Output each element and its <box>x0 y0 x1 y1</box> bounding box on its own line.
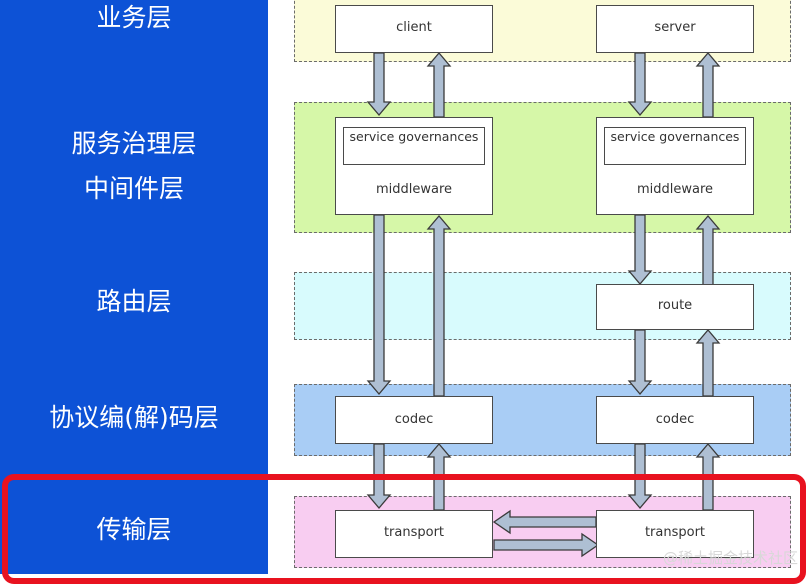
arrow-down-middleware-to-route <box>627 214 653 286</box>
transport-label-right: transport <box>644 525 706 540</box>
layer-label-codec: 协议编(解)码层 <box>49 403 219 432</box>
transport-box-left: transport <box>335 510 493 558</box>
layer-label-middleware: 中间件层 <box>83 174 184 203</box>
layer-label-transport: 传输层 <box>96 515 172 544</box>
transport-box-right: transport <box>596 510 754 558</box>
watermark: @稀土掘金技术社区 <box>662 549 798 567</box>
middleware-box-right: service governances middleware <box>596 117 754 215</box>
codec-label-left: codec <box>394 412 434 427</box>
route-label: route <box>657 298 693 313</box>
service-governances-box-right: service governances <box>604 127 746 165</box>
middleware-box-left: service governances middleware <box>335 117 493 215</box>
server-label: server <box>654 20 696 35</box>
arrow-up-route-to-middleware <box>695 214 721 287</box>
server-box: server <box>596 5 754 53</box>
middleware-label-left: middleware <box>375 182 453 197</box>
arrow-left-transport <box>492 509 597 535</box>
arrow-down-client-to-middleware <box>366 52 392 117</box>
layer-label-route: 路由层 <box>96 287 172 316</box>
middleware-label-right: middleware <box>636 182 714 197</box>
arrow-up-middleware-to-client <box>426 51 452 118</box>
arrow-down-server-to-middleware <box>627 52 653 117</box>
codec-label-right: codec <box>655 412 695 427</box>
layer-label-business: 业务层 <box>96 3 172 32</box>
codec-box-right: codec <box>596 396 754 444</box>
arrow-up-middleware-to-server <box>695 51 721 118</box>
client-box: client <box>335 5 493 53</box>
arrow-right-transport <box>493 532 600 558</box>
client-label: client <box>396 20 432 35</box>
transport-label-left: transport <box>383 525 445 540</box>
layer-label-service-governance: 服务治理层 <box>71 129 197 158</box>
route-box: route <box>596 284 754 330</box>
arrow-up-codec-to-route <box>695 328 721 397</box>
codec-box-left: codec <box>335 396 493 444</box>
service-governances-box-left: service governances <box>343 127 485 165</box>
arrow-down-middleware-to-codec <box>366 214 392 396</box>
arrow-down-route-to-codec <box>627 329 653 396</box>
arrow-up-codec-to-middleware <box>426 214 452 397</box>
